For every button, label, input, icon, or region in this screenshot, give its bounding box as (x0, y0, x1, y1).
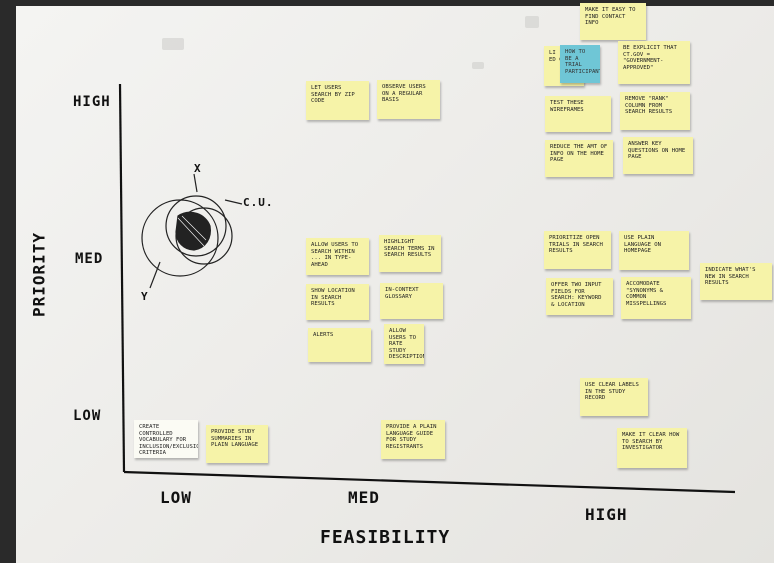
sticky-note-government-approved: BE EXPLICIT THAT CT.GOV = "GOVERNMENT-AP… (618, 41, 690, 84)
x-tick-med: MED (348, 488, 380, 507)
sticky-note-registrant-guide: PROVIDE A PLAIN LANGUAGE GUIDE FOR STUDY… (381, 420, 445, 459)
sticky-note-contact-info: MAKE IT EASY TO FIND CONTACT INFO (580, 3, 646, 40)
sticky-note-alerts: ALERTS (308, 328, 371, 362)
y-tick-high: HIGH (73, 94, 111, 110)
smudge (162, 38, 184, 50)
sticky-note-observe-users: OBSERVE USERS ON A REGULAR BASIS (377, 80, 440, 119)
sticky-note-study-summaries: PROVIDE STUDY SUMMARIES IN PLAIN LANGUAG… (206, 425, 268, 463)
sticky-note-plain-language-homepage: USE PLAIN LANGUAGE ON HOMEPAGE (619, 231, 689, 270)
sticky-note-highlight-terms: HIGHLIGHT SEARCH TERMS IN SEARCH RESULTS (379, 235, 441, 272)
x-tick-high: HIGH (585, 505, 628, 524)
x-tick-low: LOW (160, 488, 192, 507)
sticky-note-clear-labels: USE CLEAR LABELS IN THE STUDY RECORD (580, 378, 648, 416)
sticky-note-trial-participant: HOW TO BE A TRIAL PARTICIPANT (560, 45, 600, 83)
venn-diagram (141, 173, 243, 289)
y-axis-label: PRIORITY (29, 231, 49, 318)
sticky-note-whats-new: INDICATE WHAT'S NEW IN SEARCH RESULTS (700, 263, 772, 300)
sticky-note-answer-key-questions: ANSWER KEY QUESTIONS ON HOME PAGE (623, 137, 693, 174)
sticky-note-search-within: ALLOW USERS TO SEARCH WITHIN ... IN TYPE… (306, 238, 369, 275)
y-tick-med: MED (75, 251, 104, 267)
smudge (472, 62, 484, 69)
sticky-note-test-wireframes: TEST THESE WIREFRAMES (545, 96, 611, 132)
venn-label-cu: C.U. (243, 196, 274, 209)
venn-overlap (175, 211, 211, 251)
sticky-note-show-location: SHOW LOCATION IN SEARCH RESULTS (306, 284, 369, 320)
x-axis-line (123, 470, 736, 494)
sticky-note-search-investigator: MAKE IT CLEAR HOW TO SEARCH BY INVESTIGA… (617, 428, 687, 468)
venn-label-y: Y (141, 290, 149, 303)
sticky-note-two-input-fields: OFFER TWO INPUT FIELDS FOR SEARCH: KEYWO… (546, 278, 613, 315)
y-tick-low: LOW (73, 408, 102, 424)
sticky-note-rate-descriptions: ALLOW USERS TO RATE STUDY DESCRIPTIONS (384, 324, 424, 364)
sticky-note-remove-rank: REMOVE "RANK" COLUMN FROM SEARCH RESULTS (620, 92, 690, 130)
sticky-note-synonyms: ACCOMODATE "SYNONYMS & COMMON MISSPELLIN… (621, 277, 691, 319)
y-axis-line (118, 83, 126, 473)
sticky-note-reduce-info: REDUCE THE AMT OF INFO ON THE HOME PAGE (545, 140, 613, 177)
venn-label-x: X (194, 162, 202, 175)
sticky-note-glossary: IN-CONTEXT GLOSSARY (380, 283, 443, 319)
sticky-note-prioritize-open-trials: PRIORITIZE OPEN TRIALS IN SEARCH RESULTS (544, 231, 611, 269)
sticky-note-controlled-vocabulary: CREATE CONTROLLED VOCABULARY FOR INCLUSI… (134, 420, 198, 458)
sticky-note-zip-code: LET USERS SEARCH BY ZIP CODE (306, 81, 369, 120)
smudge (525, 16, 539, 28)
x-axis-label: FEASIBILITY (320, 527, 451, 548)
